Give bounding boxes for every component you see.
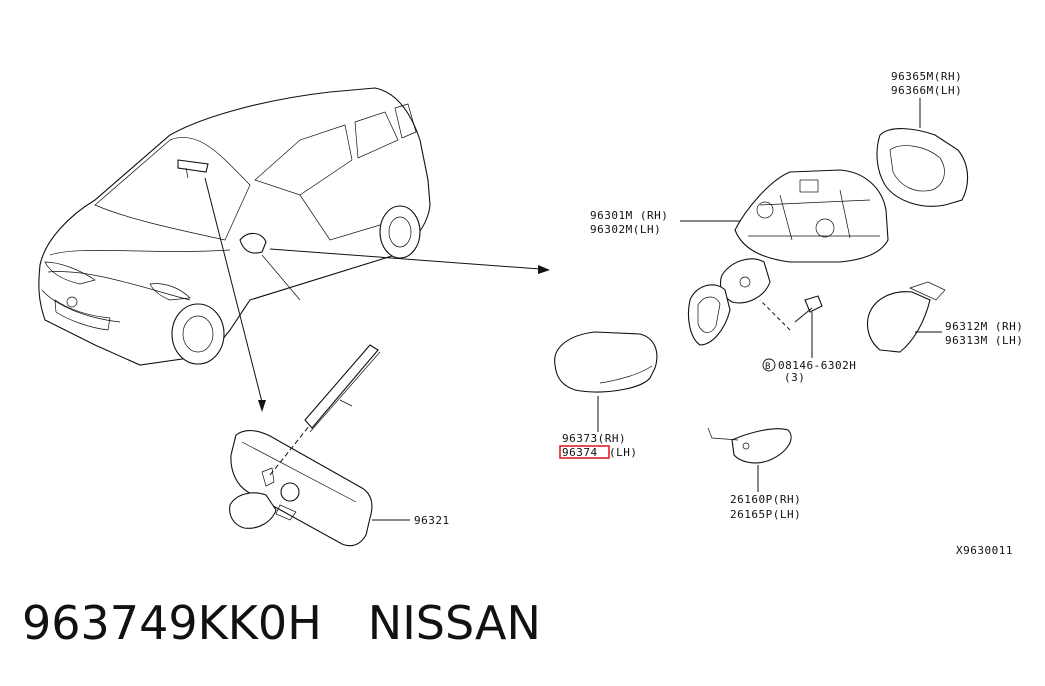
highlight-box <box>559 445 610 459</box>
part-labels: 96365M(RH) 96366M(LH) 96301M (RH) 96302M… <box>414 70 1023 557</box>
diagram-code: X9630011 <box>956 544 1013 557</box>
label-bolt-code: 08146-6302H <box>778 359 856 372</box>
brand-name: NISSAN <box>367 596 541 650</box>
part-number: 963749KK0H <box>22 596 322 650</box>
label-outer-mirror-rh: 96301M (RH) <box>590 209 668 222</box>
part-caption: 963749KK0H NISSAN <box>22 596 541 650</box>
label-turn-lamp-lh: 26165P(LH) <box>730 508 801 521</box>
label-turn-lamp-rh: 26160P(RH) <box>730 493 801 506</box>
label-bolt-qty: (3) <box>784 371 805 384</box>
mirror-lower-cover-part <box>866 281 946 353</box>
bolt-marker-circle <box>762 358 776 372</box>
mirror-glass-part <box>876 98 969 207</box>
outer-mirror-assembly <box>680 169 889 358</box>
label-cap-lh-side: (LH) <box>609 446 638 459</box>
label-lower-cover-rh: 96312M (RH) <box>945 320 1023 333</box>
mirror-cap-part <box>554 331 658 432</box>
label-cap-lh-part: 96374 <box>562 446 598 459</box>
inner-mirror-assembly <box>229 344 410 547</box>
callout-arrows <box>204 177 550 412</box>
turn-lamp-part <box>707 427 792 492</box>
label-glass-lh: 96366M(LH) <box>891 84 962 97</box>
label-glass-rh: 96365M(RH) <box>891 70 962 83</box>
label-cap-rh: 96373(RH) <box>562 432 626 445</box>
label-lower-cover-lh: 96313M (LH) <box>945 334 1023 347</box>
bolt-marker: B <box>765 362 771 372</box>
vehicle-illustration <box>38 87 431 366</box>
label-inner-mirror: 96321 <box>414 514 450 527</box>
label-outer-mirror-lh: 96302M(LH) <box>590 223 661 236</box>
